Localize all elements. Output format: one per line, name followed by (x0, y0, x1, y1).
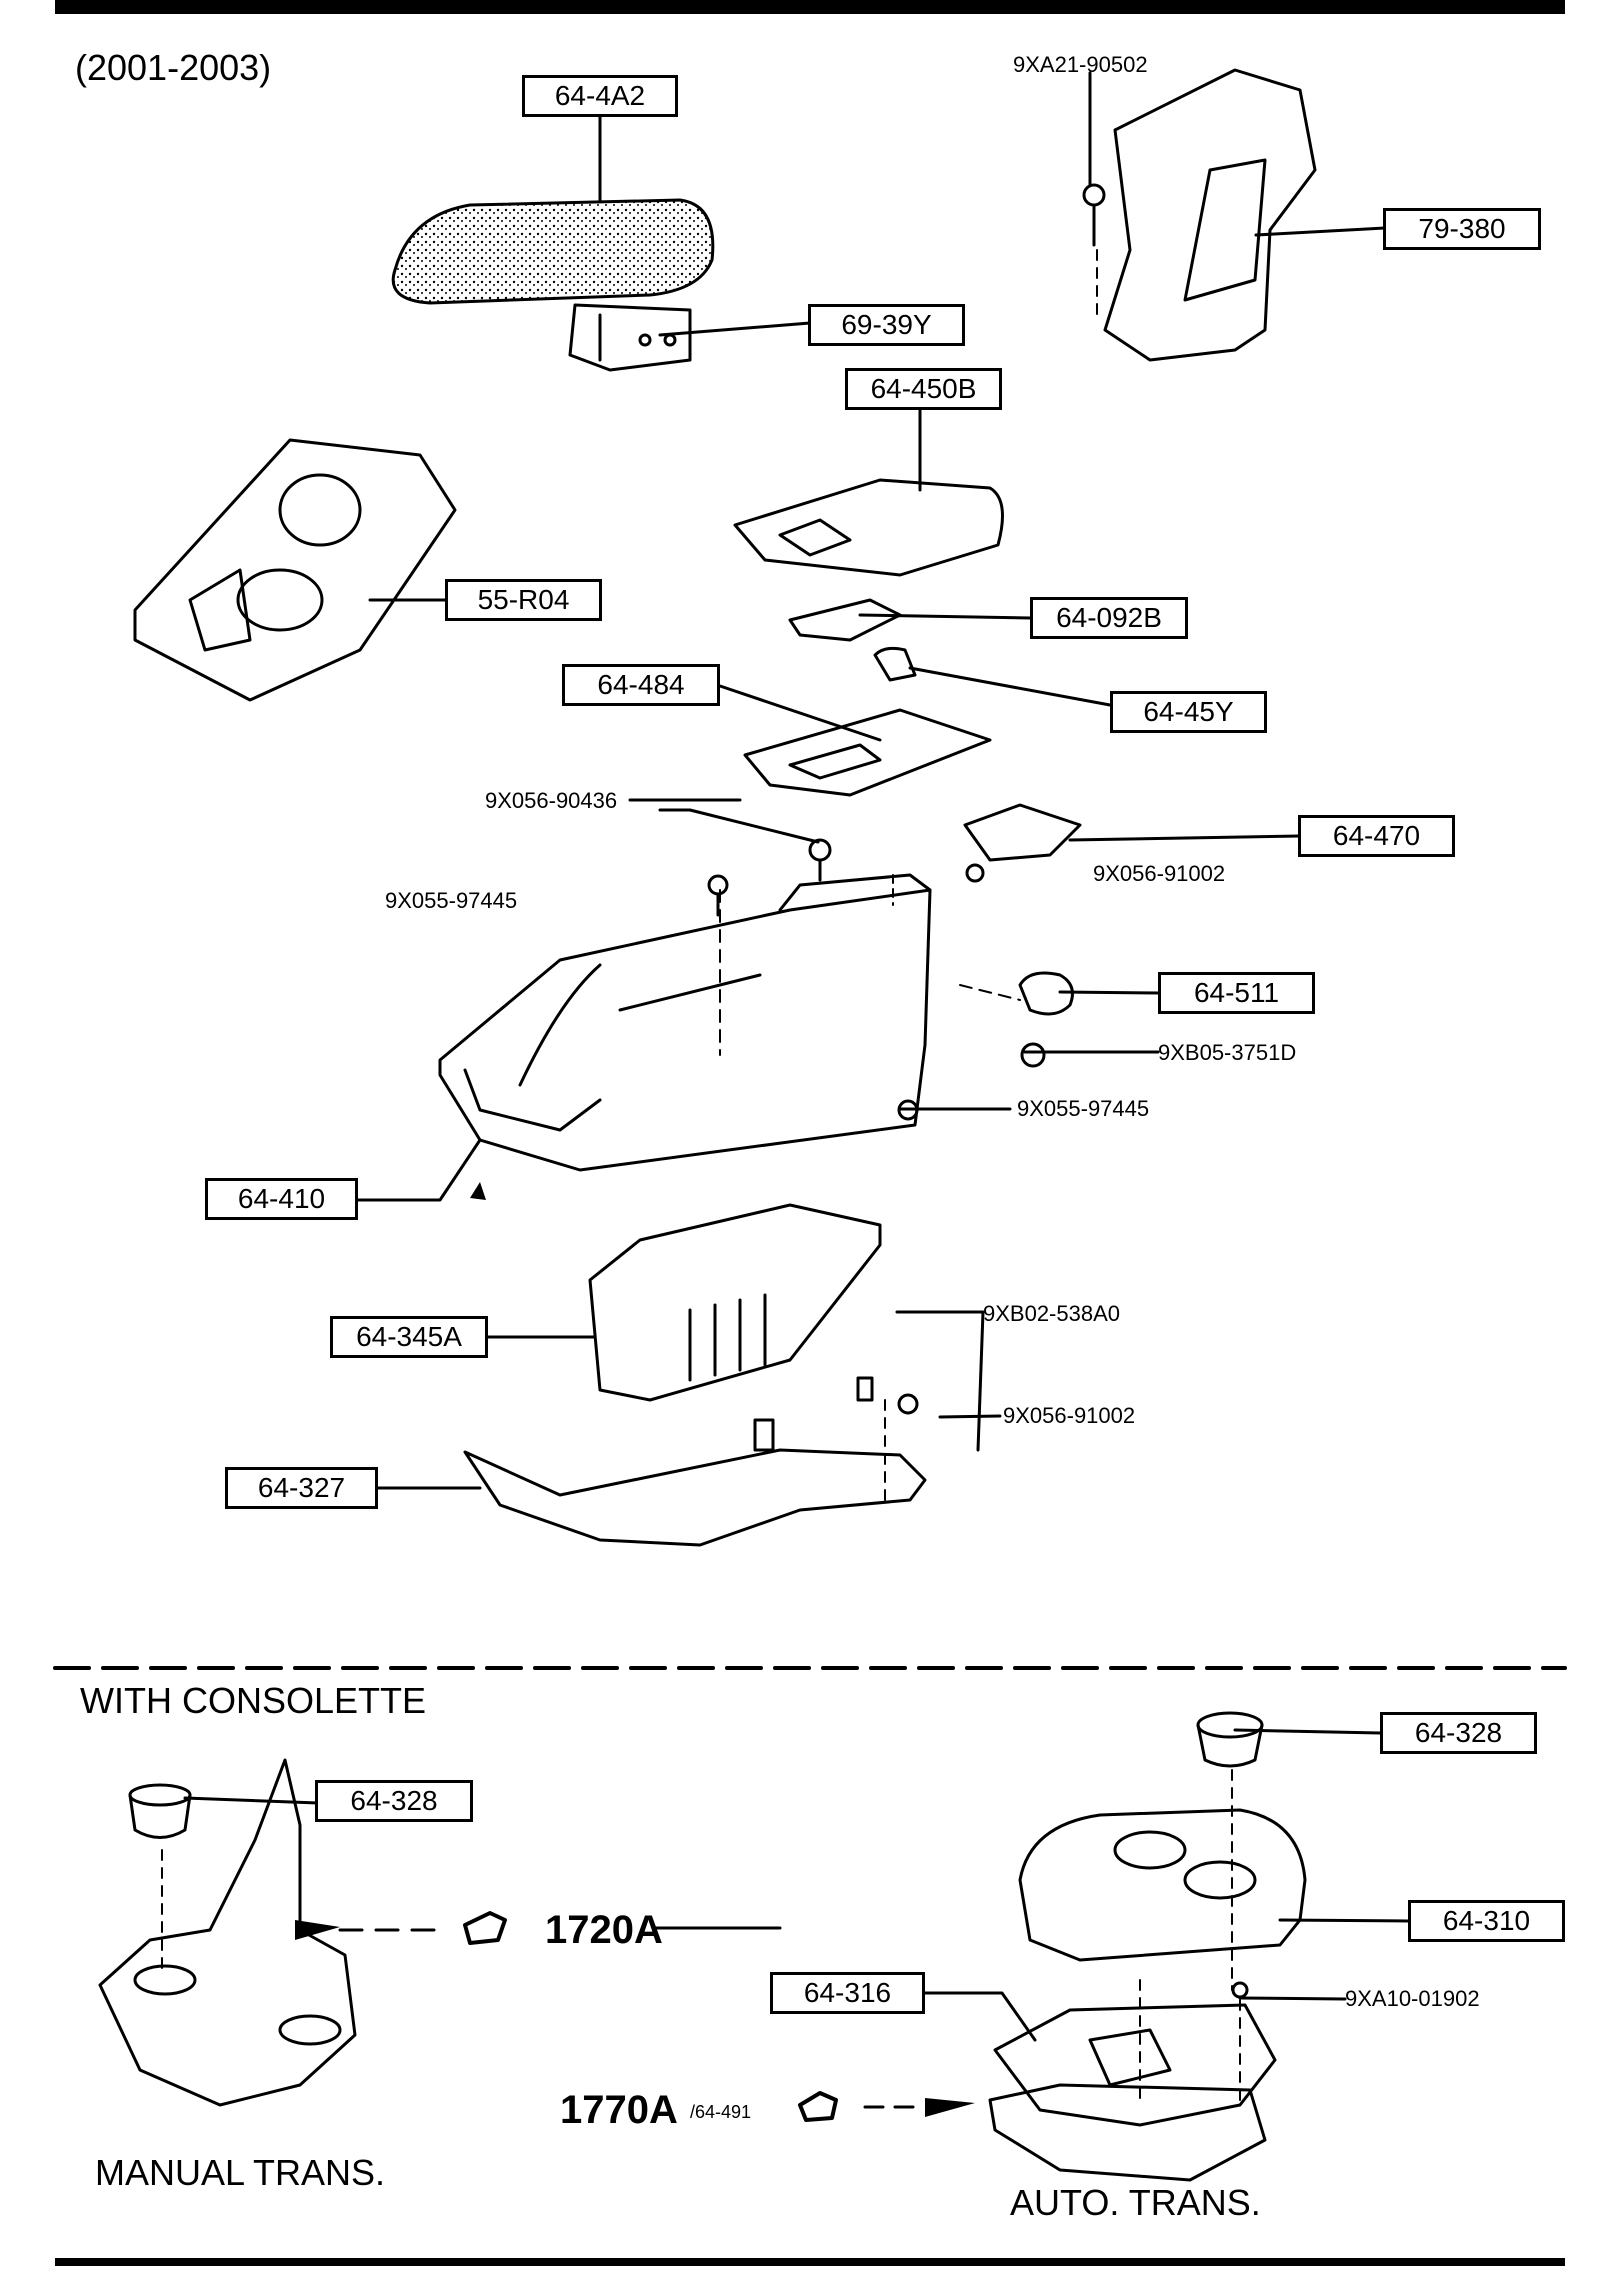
part-box-64-092B: 64-092B (1030, 597, 1188, 639)
bottom-border (55, 2258, 1565, 2266)
auto-trans-label: AUTO. TRANS. (1010, 2182, 1261, 2223)
fastener-label: 9X055-97445 (1017, 1096, 1150, 1121)
ref-1720A: 1720A (545, 1908, 663, 1952)
ref-1770A-sub: /64-491 (690, 2102, 752, 2122)
fastener-label: 9XA10-01902 (1345, 1986, 1480, 2011)
part-box-64-511: 64-511 (1158, 972, 1315, 1014)
fastener-label: 9X056-91002 (1003, 1403, 1136, 1428)
part-box-64-328-auto: 64-328 (1380, 1712, 1537, 1754)
part-box-64-316: 64-316 (770, 1972, 925, 2014)
part-box-64-450B: 64-450B (845, 368, 1002, 410)
manual-trans-label: MANUAL TRANS. (95, 2152, 386, 2193)
part-box-64-4A2: 64-4A2 (522, 75, 678, 117)
years-label: (2001-2003) (75, 47, 272, 88)
fastener-label: 9XA21-90502 (1013, 52, 1148, 77)
part-box-69-39Y: 69-39Y (808, 304, 965, 346)
top-border (55, 0, 1565, 14)
fastener-label: 9X055-97445 (385, 888, 518, 913)
part-box-64-310: 64-310 (1408, 1900, 1565, 1942)
part-box-55-R04: 55-R04 (445, 579, 602, 621)
part-box-64-45Y: 64-45Y (1110, 691, 1267, 733)
ref-1770A: 1770A (560, 2088, 678, 2132)
fastener-label: 9X056-91002 (1093, 861, 1226, 886)
part-box-64-327: 64-327 (225, 1467, 378, 1509)
part-box-64-410: 64-410 (205, 1178, 358, 1220)
fastener-label: 9X056-90436 (485, 788, 618, 813)
part-box-64-345A: 64-345A (330, 1316, 488, 1358)
fastener-label: 9XB02-538A0 (983, 1301, 1120, 1326)
part-box-64-470: 64-470 (1298, 815, 1455, 857)
section-title-consolette: WITH CONSOLETTE (80, 1680, 427, 1721)
part-box-64-328-manual: 64-328 (315, 1780, 473, 1822)
part-box-64-484: 64-484 (562, 664, 720, 706)
fastener-label: 9XB05-3751D (1158, 1040, 1297, 1065)
part-box-79-380: 79-380 (1383, 208, 1541, 250)
